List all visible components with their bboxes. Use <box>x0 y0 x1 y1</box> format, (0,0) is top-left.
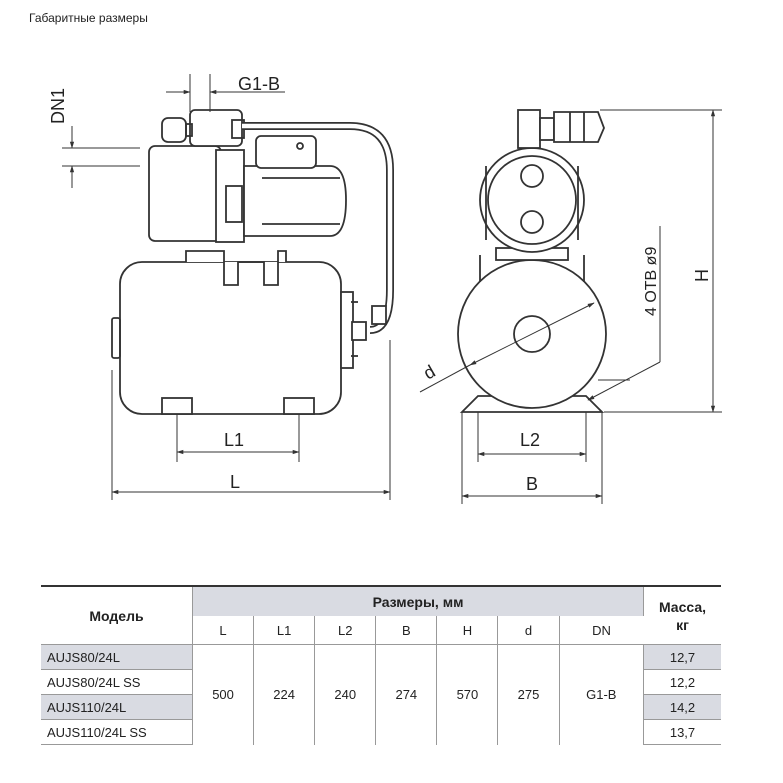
side-view-dimensions <box>62 74 391 500</box>
label-dn1: DN1 <box>48 88 68 124</box>
value-d: 275 <box>497 644 560 745</box>
front-view-dimensions <box>419 109 722 504</box>
value-dn: G1-B <box>558 644 644 745</box>
pump-circle <box>479 147 585 253</box>
value-b: 274 <box>375 644 437 745</box>
front-view <box>457 109 607 413</box>
value-h: 570 <box>436 644 498 745</box>
mass-cell: 12,2 <box>643 669 721 695</box>
mass-cell: 12,7 <box>643 644 721 670</box>
table-row: AUJS110/24L SS 13,7 <box>41 719 721 745</box>
front-switch <box>517 109 541 149</box>
tank-foot-left <box>161 397 193 415</box>
pressure-switch <box>189 109 243 147</box>
col-header-l: L <box>191 616 254 645</box>
header-dimensions: Размеры, мм <box>192 585 644 616</box>
model-cell: AUJS110/24L <box>41 694 193 720</box>
value-l2: 240 <box>314 644 376 745</box>
col-header-b: B <box>375 616 437 645</box>
gauge <box>161 117 187 143</box>
value-l1: 224 <box>253 644 315 745</box>
motor <box>243 165 347 237</box>
header-mass-line1: Масса, <box>658 598 707 615</box>
label-g1b: G1-B <box>238 74 280 94</box>
label-d: d <box>420 361 439 383</box>
col-header-h: H <box>436 616 498 645</box>
value-l: 500 <box>191 644 254 745</box>
label-l2: L2 <box>520 430 540 450</box>
col-header-d: d <box>497 616 560 645</box>
header-model: Модель <box>41 585 193 645</box>
page-title: Габаритные размеры <box>29 11 148 25</box>
table-row: AUJS80/24L SS 12,2 <box>41 669 721 695</box>
model-cell: AUJS80/24L <box>41 644 193 670</box>
header-mass-line2: кг <box>676 616 689 633</box>
mass-cell: 13,7 <box>643 719 721 745</box>
dimension-drawing: G1-B DN1 L1 L <box>48 74 722 504</box>
header-mass: Масса, кг <box>643 585 721 645</box>
spec-table: Модель Размеры, мм Масса, кг L L1 L2 B H… <box>41 585 721 745</box>
pump-bracket <box>185 250 287 286</box>
model-cell: AUJS80/24L SS <box>41 669 193 695</box>
side-view <box>111 109 394 415</box>
label-b: B <box>526 474 538 494</box>
terminal-box <box>255 135 317 169</box>
label-holes: 4 ОТВ ø9 <box>643 247 660 316</box>
col-header-l2: L2 <box>314 616 376 645</box>
label-h: H <box>692 269 712 282</box>
label-l1: L1 <box>224 430 244 450</box>
col-header-dn: DN <box>558 616 644 645</box>
table-row: AUJS110/24L 14,2 <box>41 694 721 720</box>
table-row: AUJS80/24L 500 224 240 274 570 275 G1-B … <box>41 644 721 745</box>
model-cell: AUJS110/24L SS <box>41 719 193 745</box>
col-header-l1: L1 <box>253 616 315 645</box>
tank-foot-right <box>283 397 315 415</box>
tank-endcap <box>111 317 121 359</box>
mass-cell: 14,2 <box>643 694 721 720</box>
pump-housing <box>148 145 222 242</box>
label-l: L <box>230 472 240 492</box>
